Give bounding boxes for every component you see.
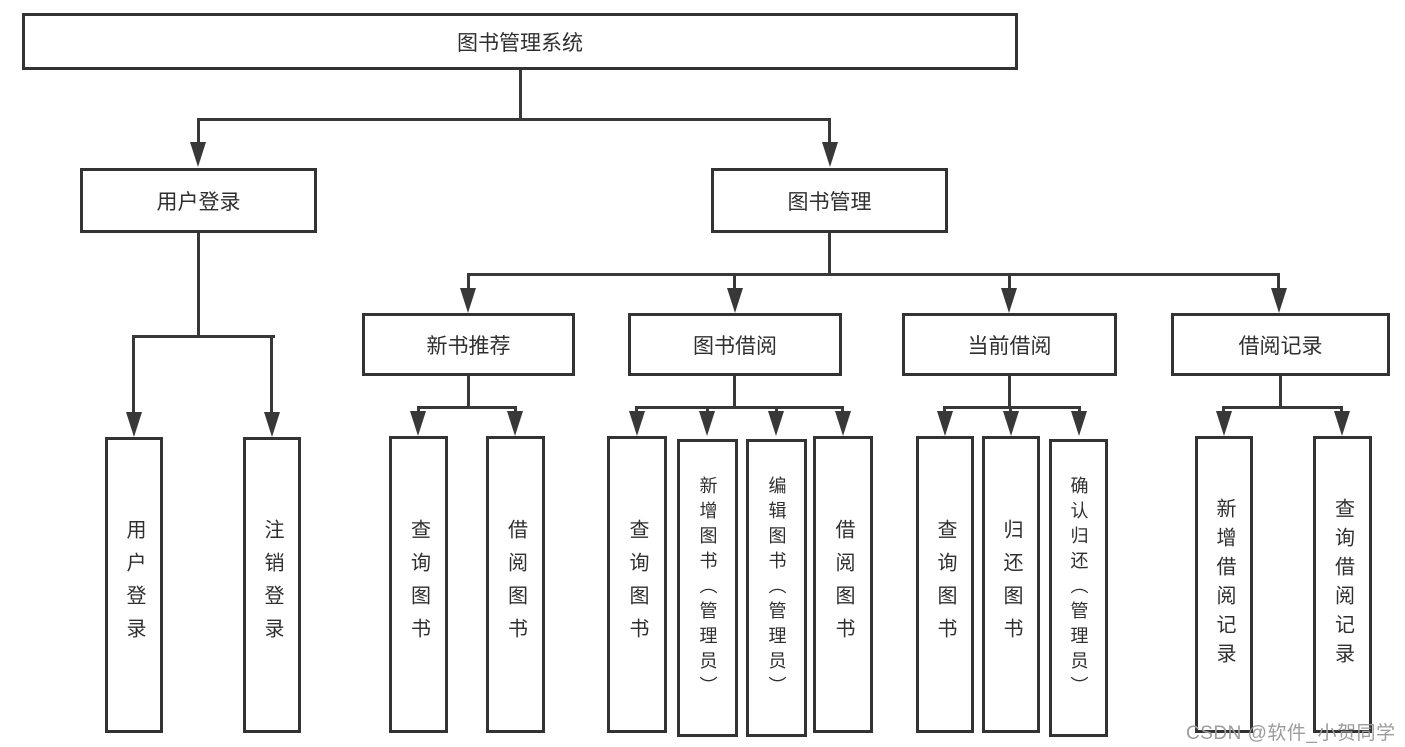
node-new-book-recommend: 新书推荐 — [362, 313, 575, 376]
arrow-down-icon — [822, 142, 838, 167]
connector-drop — [132, 335, 135, 413]
leaf-logout: 注销登录 — [243, 437, 301, 733]
connector-rail — [943, 406, 1081, 409]
connector-drop — [733, 273, 736, 289]
connector-drop — [943, 406, 946, 414]
arrow-down-icon — [835, 411, 851, 436]
connector-rail — [1222, 406, 1343, 409]
connector-rail — [417, 406, 517, 409]
arrow-down-icon — [699, 411, 715, 436]
arrow-down-icon — [126, 412, 142, 437]
arrow-down-icon — [507, 411, 523, 436]
connector-stem — [519, 70, 522, 118]
arrow-down-icon — [629, 411, 645, 436]
connector-stem — [1008, 376, 1011, 406]
connector-drop — [1008, 273, 1011, 289]
watermark: CSDN @软件_小贺同学 — [1186, 723, 1396, 744]
connector-drop — [514, 406, 517, 414]
arrow-down-icon — [1271, 288, 1287, 313]
leaf-borrow-book: 借阅图书 — [813, 436, 873, 733]
connector-rail — [467, 273, 1280, 276]
node-book-management: 图书管理 — [711, 168, 948, 233]
connector-drop — [1009, 406, 1012, 414]
leaf-return-book: 归还图书 — [982, 436, 1040, 733]
connector-drop — [828, 118, 831, 144]
connector-drop — [1277, 273, 1280, 289]
arrow-down-icon — [1003, 411, 1019, 436]
arrow-down-icon — [410, 411, 426, 436]
node-user-login: 用户登录 — [80, 168, 317, 233]
arrow-down-icon — [727, 288, 743, 313]
connector-rail — [635, 406, 844, 409]
connector-drop — [197, 118, 200, 144]
connector-drop — [706, 406, 709, 414]
connector-drop — [775, 406, 778, 414]
connector-stem — [467, 376, 470, 406]
connector-stem — [197, 233, 200, 335]
arrow-down-icon — [1216, 411, 1232, 436]
arrow-down-icon — [1001, 288, 1017, 313]
connector-drop — [1078, 406, 1081, 414]
leaf-edit-book-admin: 编辑图书（管理员） — [746, 439, 807, 737]
connector-drop — [1222, 406, 1225, 414]
leaf-query-borrow-record: 查询借阅记录 — [1313, 436, 1372, 733]
arrow-down-icon — [937, 411, 953, 436]
arrow-down-icon — [190, 142, 206, 167]
connector-drop — [1340, 406, 1343, 414]
connector-rail — [132, 335, 275, 338]
leaf-add-borrow-record: 新增借阅记录 — [1195, 436, 1253, 733]
node-book-borrow: 图书借阅 — [628, 313, 842, 376]
connector-stem — [828, 233, 831, 273]
connector-drop — [467, 273, 470, 289]
leaf-query-book-recommend: 查询图书 — [389, 436, 448, 733]
arrow-down-icon — [264, 412, 280, 437]
connector-rail — [197, 118, 831, 121]
node-borrow-records: 借阅记录 — [1171, 313, 1390, 376]
leaf-borrow-book-recommend: 借阅图书 — [486, 436, 545, 733]
leaf-confirm-return-admin: 确认归还（管理员） — [1049, 439, 1108, 737]
connector-drop — [635, 406, 638, 414]
connector-drop — [417, 406, 420, 414]
arrow-down-icon — [1334, 411, 1350, 436]
arrow-down-icon — [768, 411, 784, 436]
leaf-query-book-current: 查询图书 — [916, 436, 974, 733]
leaf-user-login: 用户登录 — [105, 437, 163, 733]
leaf-add-book-admin: 新增图书（管理员） — [677, 439, 738, 737]
node-root: 图书管理系统 — [22, 13, 1018, 70]
arrow-down-icon — [460, 288, 476, 313]
connector-drop — [841, 406, 844, 414]
connector-drop — [270, 335, 273, 413]
arrow-down-icon — [1071, 411, 1087, 436]
connector-stem — [1279, 376, 1282, 406]
leaf-query-book-borrow: 查询图书 — [607, 436, 667, 733]
connector-stem — [733, 376, 736, 406]
node-current-borrow: 当前借阅 — [902, 313, 1117, 376]
